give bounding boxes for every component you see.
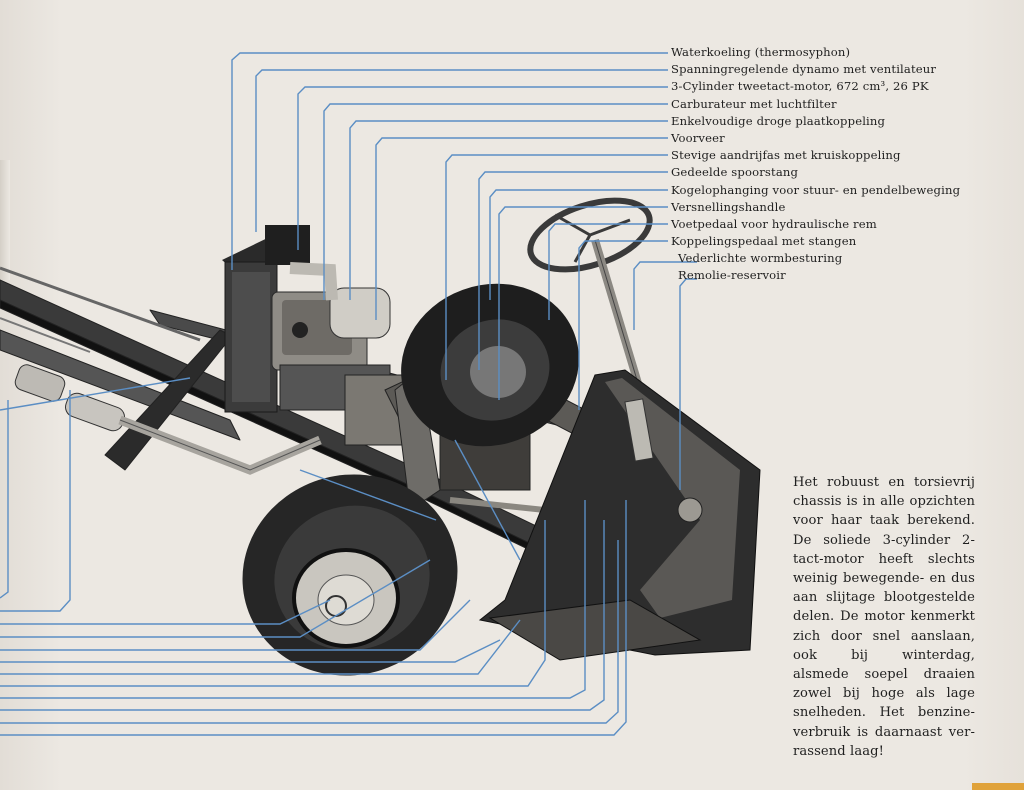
exhaust-muffler xyxy=(14,364,322,475)
part-label: 3-Cylinder tweetact-motor, 672 cm³, 26 P… xyxy=(671,79,929,94)
part-label: Gedeelde spoorstang xyxy=(671,165,799,180)
page-edge-accent xyxy=(972,783,1024,790)
part-label: Kogelophanging voor stuur- en pendelbewe… xyxy=(671,182,961,197)
part-label: Spanningregelende dynamo met ventilateur xyxy=(671,62,937,77)
leader-lines xyxy=(0,52,697,736)
part-label: Remolie-reservoir xyxy=(678,268,786,283)
part-label: Stevige aandrijfas met kruiskoppeling xyxy=(671,148,901,163)
part-label: Koppelingspedaal met stangen xyxy=(671,234,857,249)
part-label: Vederlichte wormbesturing xyxy=(678,251,843,266)
part-label: Versnellingshandle xyxy=(671,199,786,214)
part-label: Carburateur met luchtfilter xyxy=(671,96,837,111)
part-label: Voorveer xyxy=(671,130,725,145)
front-wheel-lower xyxy=(242,474,458,676)
engine-block xyxy=(222,225,406,446)
part-label: Waterkoeling (thermosyphon) xyxy=(671,45,851,59)
page-fold-shadow xyxy=(0,160,10,280)
description-paragraph: Het robuust en torsievrij chassis is in … xyxy=(793,475,975,759)
part-label: Enkelvoudige droge plaatkoppeling xyxy=(671,113,886,128)
parts-legend: Waterkoeling (thermosyphon) Spanningrege… xyxy=(671,44,1016,285)
floor-pedal-plates xyxy=(478,369,761,661)
part-label: Voetpedaal voor hydraulische rem xyxy=(671,216,877,231)
